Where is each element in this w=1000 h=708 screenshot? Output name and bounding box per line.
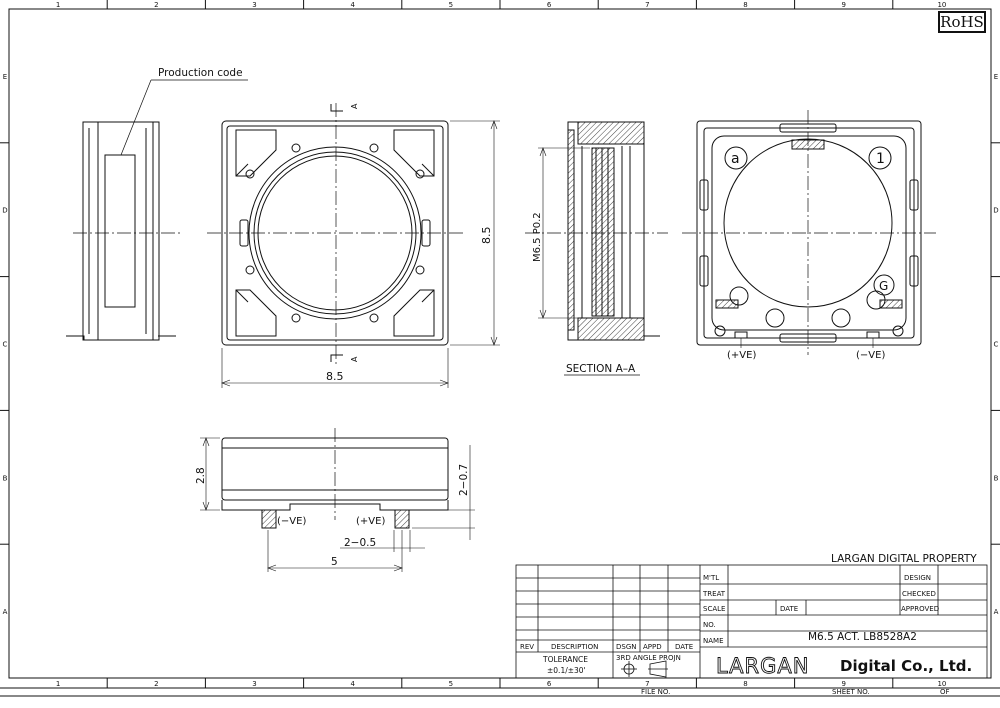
grid-label: E bbox=[3, 73, 7, 81]
label-checked: CHECKED bbox=[902, 590, 936, 598]
bottom-view bbox=[682, 110, 936, 355]
grid-label: B bbox=[994, 474, 999, 482]
label-scale: SCALE bbox=[703, 605, 725, 613]
label-name: NAME bbox=[703, 637, 724, 645]
part-name: M6.5 ACT. LB8528A2 bbox=[808, 631, 917, 643]
front-pad-width-dimension: 2−0.5 bbox=[344, 537, 376, 549]
grid-label: 8 bbox=[743, 680, 747, 688]
label-design: DESIGN bbox=[904, 574, 931, 582]
label-file-no: FILE NO. bbox=[641, 688, 670, 696]
grid-label: A bbox=[994, 608, 999, 616]
front-negative-label: (−VE) bbox=[277, 516, 306, 527]
grid-label: 6 bbox=[547, 680, 552, 688]
grid-label: 1 bbox=[56, 680, 60, 688]
border-grid bbox=[0, 0, 1000, 688]
section-marker-top: A bbox=[350, 103, 359, 109]
grid-label: 2 bbox=[154, 680, 158, 688]
grid-label: C bbox=[994, 341, 999, 349]
bottom-mark-g: G bbox=[879, 279, 888, 293]
grid-label: 4 bbox=[350, 1, 355, 9]
bottom-negative-label: (−VE) bbox=[856, 350, 885, 361]
company-name: Digital Co., Ltd. bbox=[840, 657, 972, 675]
section-view bbox=[525, 121, 668, 376]
side-view bbox=[66, 79, 248, 341]
grid-label: 7 bbox=[645, 680, 649, 688]
front-view bbox=[200, 428, 475, 572]
grid-label: E bbox=[994, 73, 998, 81]
grid-label: D bbox=[2, 207, 7, 215]
label-date-col: DATE bbox=[675, 643, 693, 651]
production-code-callout: Production code bbox=[158, 67, 243, 79]
property-title: LARGAN DIGITAL PROPERTY bbox=[831, 553, 977, 565]
label-description: DESCRIPTION bbox=[551, 643, 598, 651]
grid-label: 1 bbox=[56, 1, 60, 9]
top-view bbox=[207, 103, 500, 388]
grid-label: 7 bbox=[645, 1, 649, 9]
front-positive-label: (+VE) bbox=[356, 516, 385, 527]
front-pad-height-dimension: 2−0.7 bbox=[458, 464, 470, 496]
grid-label: 10 bbox=[937, 1, 946, 9]
label-sheet-no: SHEET NO. bbox=[832, 688, 870, 696]
label-approved: APPROVED bbox=[901, 605, 939, 613]
top-height-dimension: 8.5 bbox=[480, 227, 493, 245]
tolerance-value: ±0.1/±30' bbox=[547, 666, 586, 675]
label-no: NO. bbox=[703, 621, 716, 629]
section-marker-bottom: A bbox=[350, 356, 359, 362]
grid-label: D bbox=[993, 207, 998, 215]
grid-label: 3 bbox=[252, 680, 256, 688]
bottom-mark-a: a bbox=[731, 151, 740, 167]
grid-label: A bbox=[3, 608, 8, 616]
bottom-mark-1: 1 bbox=[876, 151, 885, 167]
label-date: DATE bbox=[780, 605, 798, 613]
label-rev: REV bbox=[520, 643, 534, 651]
front-height-dimension: 2.8 bbox=[195, 467, 207, 484]
grid-label: 5 bbox=[449, 680, 453, 688]
front-pitch-dimension: 5 bbox=[331, 556, 338, 568]
grid-label: 6 bbox=[547, 1, 552, 9]
grid-label: 5 bbox=[449, 1, 453, 9]
label-appd: APPD bbox=[643, 643, 662, 651]
largan-logo: LARGAN bbox=[716, 654, 810, 678]
label-dsgn: DSGN bbox=[616, 643, 637, 651]
grid-label: C bbox=[3, 341, 8, 349]
projection-label: 3RD ANGLE PROJN bbox=[616, 654, 681, 662]
top-width-dimension: 8.5 bbox=[326, 370, 344, 383]
label-tolerance: TOLERANCE bbox=[542, 655, 588, 664]
grid-label: 2 bbox=[154, 1, 158, 9]
grid-label: B bbox=[3, 474, 8, 482]
grid-label: 8 bbox=[743, 1, 747, 9]
title-block bbox=[515, 564, 988, 679]
label-treat: TREAT bbox=[702, 590, 726, 598]
grid-label: 10 bbox=[937, 680, 946, 688]
thread-dimension: M6.5 P0.2 bbox=[532, 212, 543, 262]
bottom-positive-label: (+VE) bbox=[727, 350, 756, 361]
rohs-badge: RoHS bbox=[938, 11, 986, 33]
section-title: SECTION A–A bbox=[566, 363, 636, 375]
label-mtl: M'TL bbox=[703, 574, 719, 582]
grid-label: 9 bbox=[841, 1, 845, 9]
grid-label: 3 bbox=[252, 1, 256, 9]
label-of: OF bbox=[940, 688, 950, 696]
grid-label: 9 bbox=[841, 680, 845, 688]
grid-label: 4 bbox=[350, 680, 355, 688]
